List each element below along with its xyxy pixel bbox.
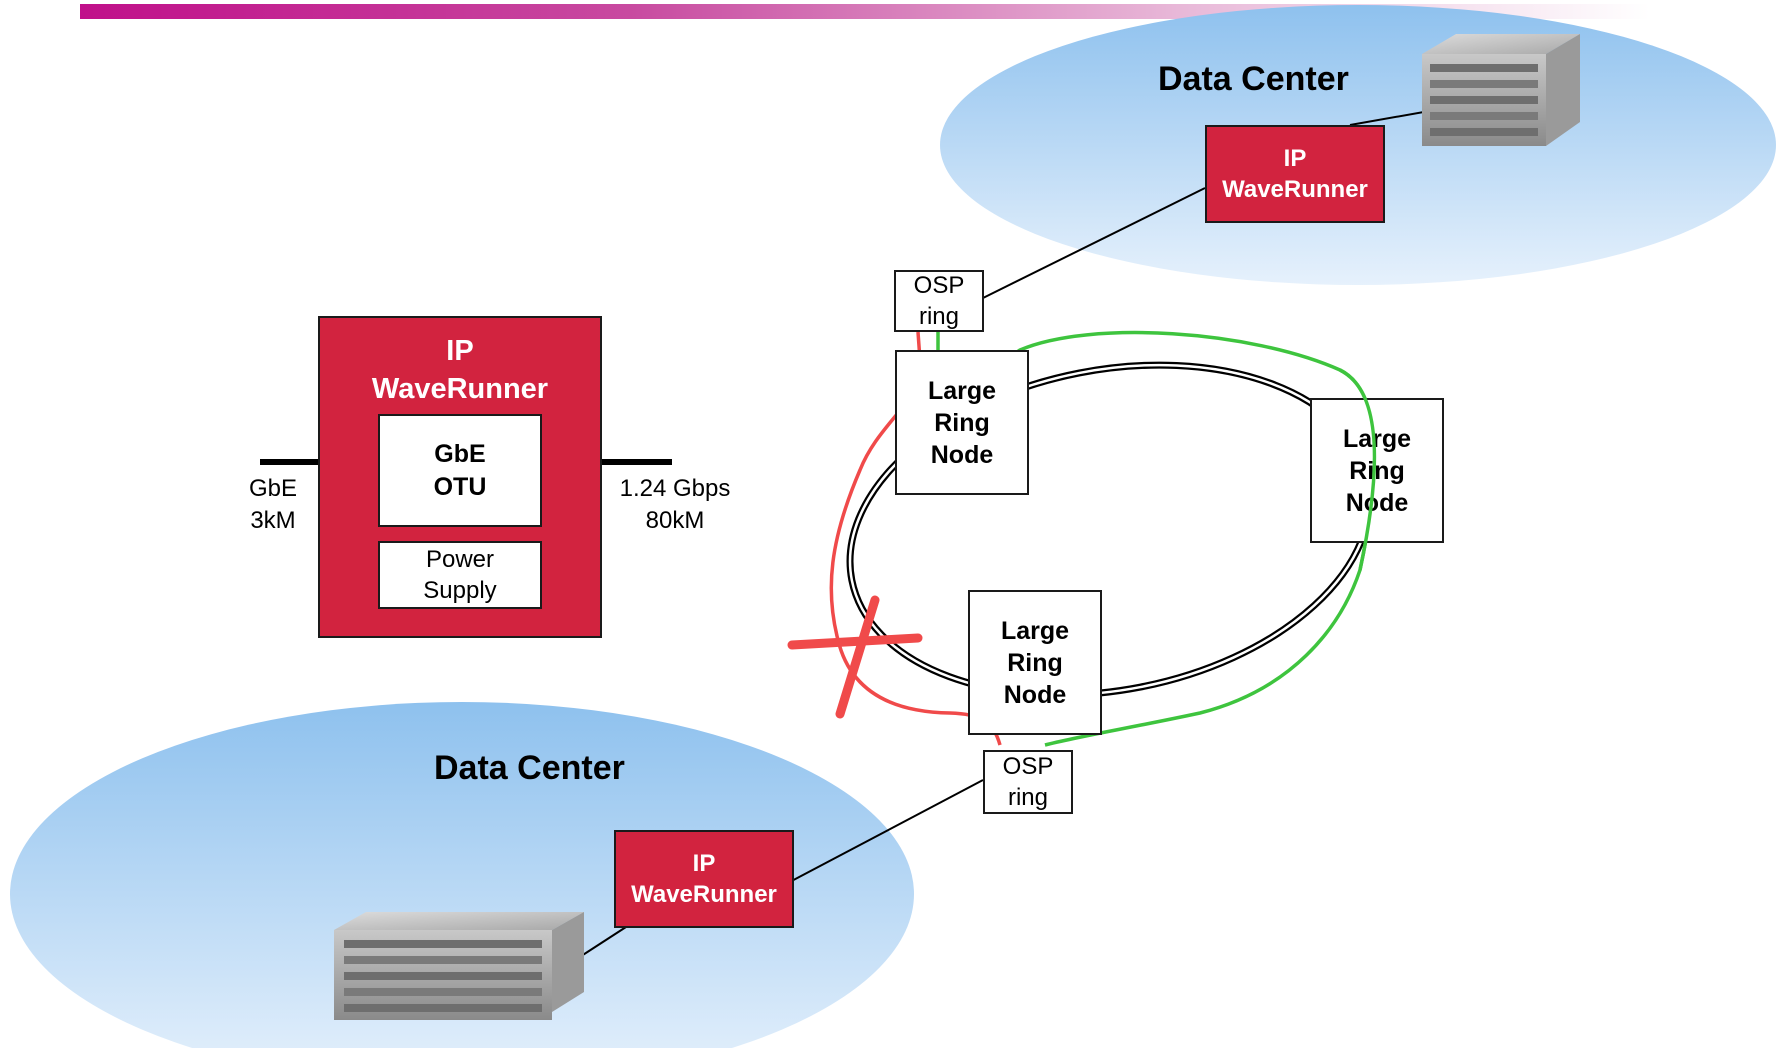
osp-label-line1: OSP — [913, 272, 965, 299]
data-center-title-top: Data Center — [1158, 60, 1349, 98]
waverunner-label-line1: IP — [692, 850, 716, 877]
waverunner-label-line1: IP — [1283, 145, 1307, 172]
node-label-line1: Large — [927, 376, 997, 405]
card-label-line1: GbE — [434, 439, 486, 468]
node-label-line1: Large — [1000, 616, 1070, 645]
router-chassis-icon — [334, 912, 584, 1020]
waverunner-box-bottom: IP WaveRunner — [614, 830, 794, 928]
large-ring-node-bottom: Large Ring Node — [968, 590, 1102, 735]
node-label-line3: Node — [1345, 488, 1409, 517]
gbe-otu-card: GbE OTU — [378, 414, 542, 527]
red-fiber-path — [829, 331, 1002, 746]
waverunner-box-top: IP WaveRunner — [1205, 125, 1385, 223]
card-label-line2: OTU — [433, 472, 487, 501]
left-speed: GbE — [248, 475, 298, 502]
data-center-cloud-bottom — [10, 702, 914, 1048]
osp-label-line2: ring — [1007, 784, 1049, 811]
node-label-line1: Large — [1342, 424, 1412, 453]
power-label-line1: Power — [425, 546, 495, 573]
node-label-line2: Ring — [1349, 456, 1405, 485]
waverunner-detail-line2: WaveRunner — [371, 373, 549, 405]
node-label-line2: Ring — [1007, 648, 1063, 677]
connector-wr-osp-top — [982, 187, 1206, 299]
osp-label-line1: OSP — [1002, 753, 1054, 780]
connector-osp-wr-bottom — [783, 779, 984, 886]
large-ring-node-left: Large Ring Node — [895, 350, 1029, 495]
power-label-line2: Supply — [423, 577, 497, 604]
right-distance: 80kM — [645, 507, 705, 534]
waverunner-label-line2: WaveRunner — [631, 881, 777, 908]
right-interface-label: 1.24 Gbps 80kM — [605, 473, 745, 537]
waverunner-detail-line1: IP — [446, 335, 474, 367]
fiber-cut-icon — [787, 595, 923, 719]
right-speed: 1.24 Gbps — [619, 475, 731, 502]
left-distance: 3kM — [250, 507, 296, 534]
node-label-line3: Node — [930, 440, 994, 469]
osp-ring-bottom: OSP ring — [983, 750, 1073, 814]
node-label-line3: Node — [1003, 680, 1067, 709]
router-chassis-icon — [1422, 34, 1580, 146]
power-supply-card: Power Supply — [378, 541, 542, 609]
node-label-line2: Ring — [934, 408, 990, 437]
data-center-title-bottom: Data Center — [434, 749, 625, 787]
left-interface-label: GbE 3kM — [238, 473, 308, 537]
large-ring-node-right: Large Ring Node — [1310, 398, 1444, 543]
osp-ring-top: OSP ring — [894, 270, 984, 332]
waverunner-label-line2: WaveRunner — [1222, 176, 1368, 203]
osp-label-line2: ring — [918, 303, 960, 330]
